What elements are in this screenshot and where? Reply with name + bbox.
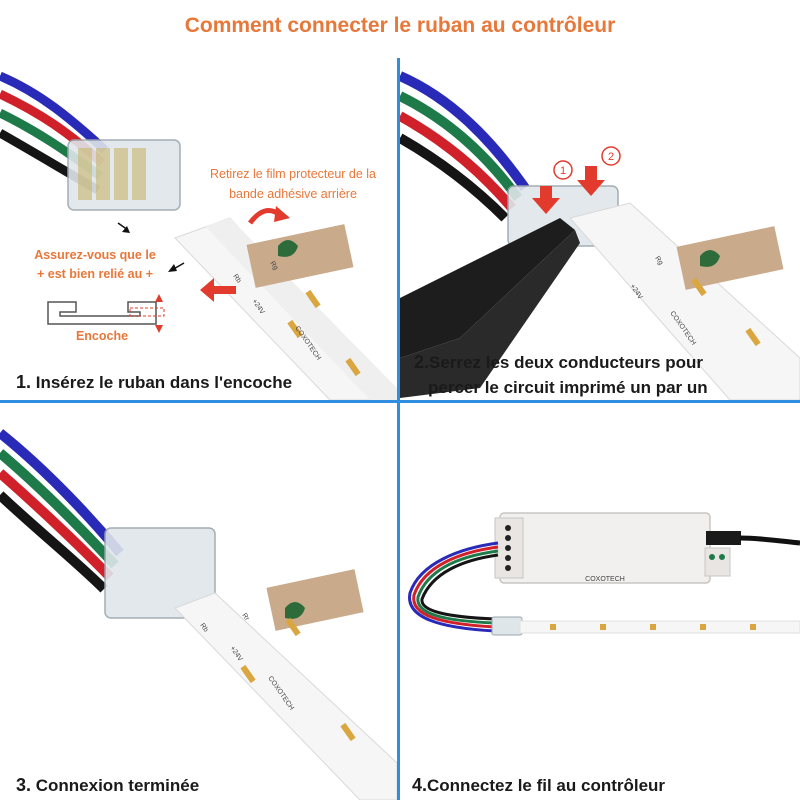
polarity-note: Assurez-vous que le + est bien relié au … xyxy=(34,248,156,281)
horizontal-divider xyxy=(0,400,800,403)
step2-panel: Rg +24V COXOTECH 1 2 2.Serrez les deux c… xyxy=(400,58,800,400)
step2-caption-line1: 2.Serrez les deux conducteurs pour xyxy=(414,352,703,373)
notch-diagram xyxy=(47,294,165,333)
marker-1: 1 xyxy=(560,165,566,177)
step4-text: Connectez le fil au contrôleur xyxy=(427,776,666,795)
clear-connector xyxy=(67,139,181,211)
red-arrow-icon xyxy=(274,206,290,222)
rgb-wires xyxy=(0,429,124,593)
page-title: Comment connecter le ruban au contrôleur xyxy=(184,14,616,37)
red-arrow-icon xyxy=(532,186,560,214)
clear-connector xyxy=(104,527,216,619)
step1-illustration: Rg Rb +24V COXOTECH xyxy=(0,71,397,400)
step2-illustration: Rg +24V COXOTECH 1 2 xyxy=(400,71,800,400)
step1-number: 1. xyxy=(16,372,32,392)
peel-film-note: Retirez le film protecteur de la bande a… xyxy=(209,167,377,201)
pliers xyxy=(400,218,575,358)
led-strip xyxy=(174,569,397,800)
step1-panel: Rg Rb +24V COXOTECH Retirez le film prot… xyxy=(0,58,397,400)
strip-label-rg: Rg xyxy=(653,255,664,266)
strip-label-rb: Rb xyxy=(231,273,242,284)
strip-label-rb: Rb xyxy=(198,622,209,633)
step3-number: 3. xyxy=(16,775,32,795)
step4-panel: COXOTECH 4.Connectez le fil au contrôleu… xyxy=(400,403,800,800)
red-arrow-icon xyxy=(200,278,236,302)
step3-caption: 3. Connexion terminée xyxy=(16,775,199,796)
step2-text-1: Serrez les deux conducteurs pour xyxy=(429,353,703,372)
led-controller xyxy=(494,512,800,584)
marker-2: 2 xyxy=(608,151,614,163)
step3-text: Connexion terminée xyxy=(35,776,200,795)
step4-number: 4. xyxy=(412,775,428,795)
step3-panel: Rr Rb +24V COXOTECH 3. Connexion terminé… xyxy=(0,403,397,800)
vertical-divider xyxy=(397,58,400,800)
led-strip xyxy=(174,217,397,400)
notch-label: Encoche xyxy=(75,329,129,343)
step2-number: 2. xyxy=(414,352,430,372)
red-arrow-icon xyxy=(577,166,605,196)
numbered-marker-icon xyxy=(553,160,573,180)
step1-text: Insérez le ruban dans l'encoche xyxy=(35,373,293,392)
step4-illustration: COXOTECH xyxy=(408,512,800,636)
step2-caption-line2: percer le circuit imprimé un par un xyxy=(428,378,708,397)
led-strip xyxy=(569,202,800,400)
step1-caption: 1. Insérez le ruban dans l'encoche xyxy=(16,372,292,393)
numbered-marker-icon xyxy=(601,146,621,166)
rgb-wires xyxy=(408,541,499,633)
led-strip xyxy=(491,616,800,636)
strip-label-rr: Rr xyxy=(240,612,250,623)
strip-label-rg: Rg xyxy=(268,260,279,271)
step4-caption: 4.Connectez le fil au contrôleur xyxy=(412,775,665,796)
controller-brand: COXOTECH xyxy=(585,576,625,583)
rgb-wires xyxy=(400,71,530,222)
step3-illustration: Rr Rb +24V COXOTECH xyxy=(0,429,397,800)
